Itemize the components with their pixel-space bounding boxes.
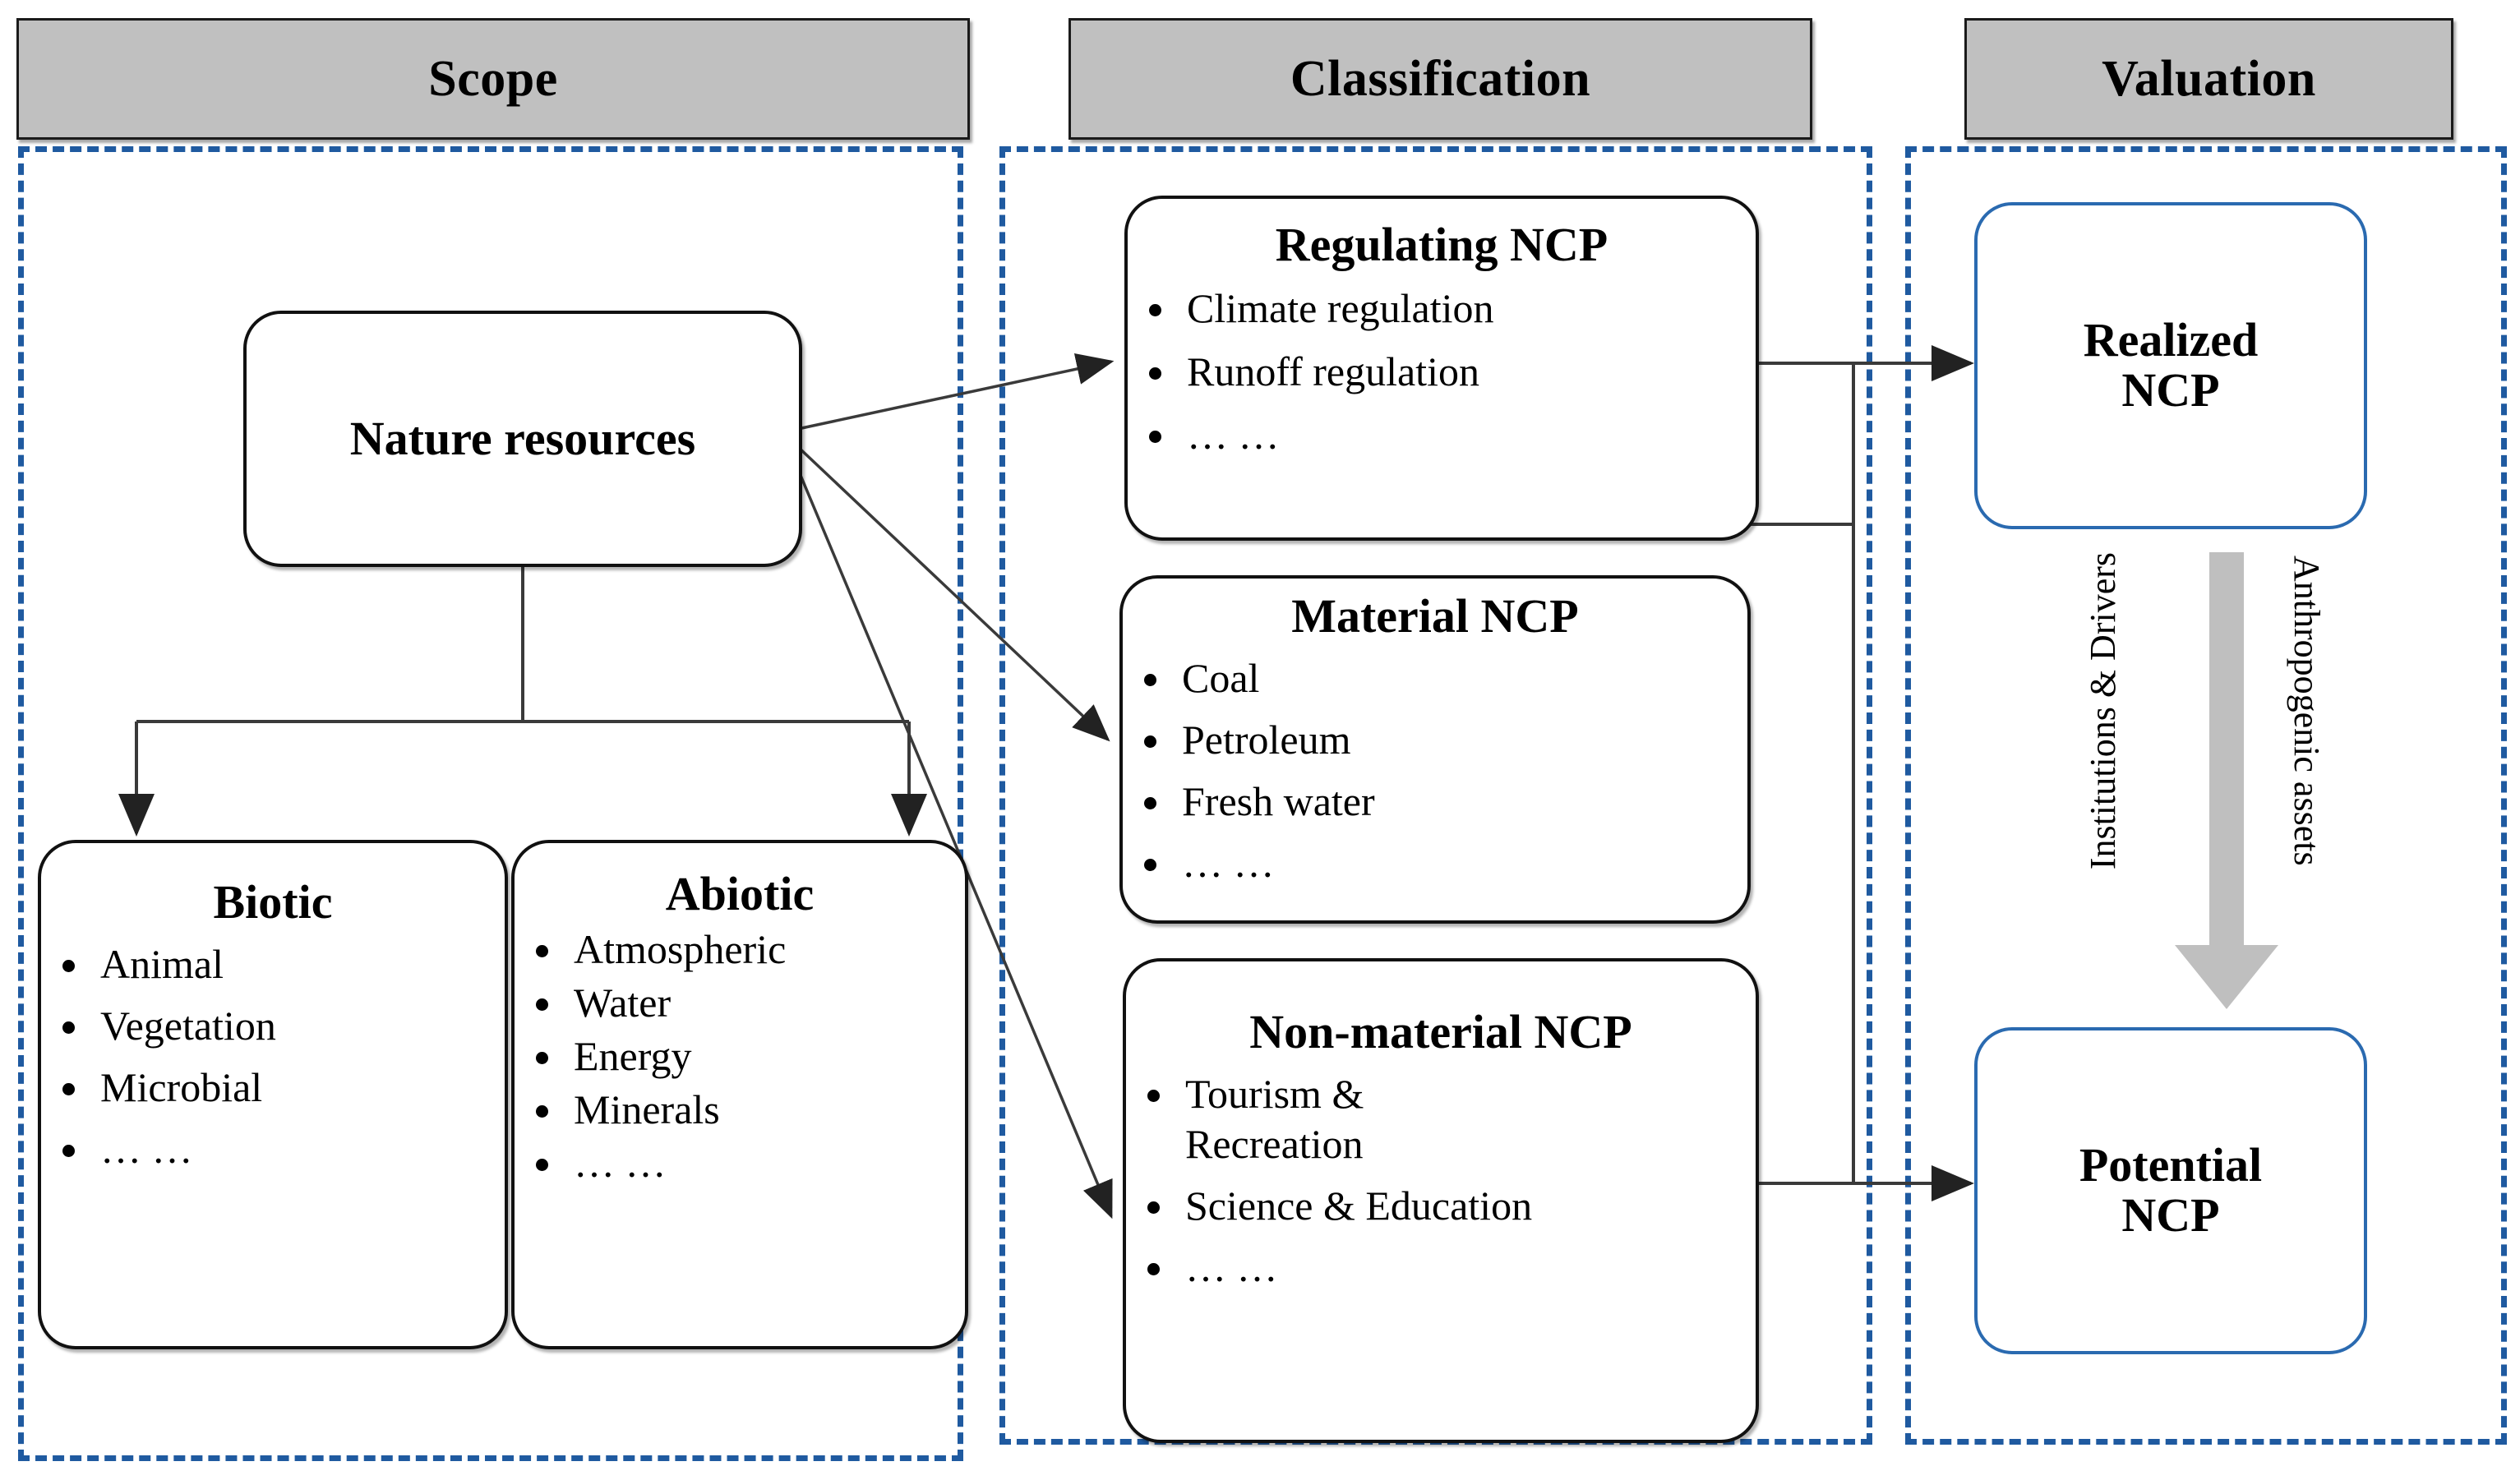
label-institutions-and-drivers: Institutions & Drivers: [2083, 552, 2123, 870]
list-item: Petroleum: [1123, 715, 1747, 765]
node-nature-resources-title: Nature resources: [349, 411, 696, 465]
list-item: Energy: [515, 1031, 965, 1081]
panel-valuation: [1905, 146, 2507, 1445]
list-item: Climate regulation: [1128, 284, 1756, 334]
column-header-valuation-label: Valuation: [2102, 50, 2316, 107]
node-regulating-ncp-list: Climate regulation Runoff regulation … …: [1128, 284, 1756, 460]
node-biotic-list: Animal Vegetation Microbial … …: [41, 939, 505, 1174]
node-regulating-ncp[interactable]: Regulating NCP Climate regulation Runoff…: [1124, 196, 1759, 541]
list-item: Fresh water: [1123, 777, 1747, 827]
list-item: Microbial: [41, 1063, 505, 1113]
node-material-ncp[interactable]: Material NCP Coal Petroleum Fresh water …: [1119, 575, 1751, 924]
node-abiotic-list: Atmospheric Water Energy Minerals … …: [515, 924, 965, 1188]
list-item: Science & Education: [1126, 1181, 1756, 1231]
node-material-ncp-title: Material NCP: [1291, 589, 1579, 643]
list-item: Tourism & Recreation: [1126, 1069, 1539, 1169]
node-material-ncp-list: Coal Petroleum Fresh water … …: [1123, 653, 1747, 888]
list-item: … …: [515, 1138, 965, 1188]
node-abiotic[interactable]: Abiotic Atmospheric Water Energy Mineral…: [511, 840, 968, 1349]
list-item: … …: [1126, 1243, 1756, 1293]
column-header-scope-label: Scope: [428, 50, 558, 107]
label-anthropogenic-assets: Anthropogenic assets: [2287, 556, 2327, 866]
node-biotic[interactable]: Biotic Animal Vegetation Microbial … …: [38, 840, 508, 1349]
node-non-material-ncp-title: Non-material NCP: [1249, 1005, 1632, 1058]
node-nature-resources[interactable]: Nature resources: [243, 311, 802, 567]
column-header-valuation: Valuation: [1964, 18, 2453, 140]
list-item: Water: [515, 978, 965, 1028]
column-header-scope: Scope: [16, 18, 970, 140]
list-item: Vegetation: [41, 1001, 505, 1051]
column-header-classification: Classification: [1068, 18, 1812, 140]
node-biotic-title: Biotic: [213, 875, 333, 929]
list-item: … …: [1123, 838, 1747, 888]
list-item: Minerals: [515, 1085, 965, 1135]
list-item: … …: [41, 1124, 505, 1174]
list-item: Runoff regulation: [1128, 347, 1756, 397]
list-item: Atmospheric: [515, 924, 965, 975]
list-item: Animal: [41, 939, 505, 989]
node-non-material-ncp-list: Tourism & Recreation Science & Education…: [1126, 1069, 1756, 1293]
list-item: … …: [1128, 410, 1756, 460]
node-abiotic-title: Abiotic: [665, 867, 815, 920]
list-item: Coal: [1123, 653, 1747, 703]
column-header-classification-label: Classification: [1290, 50, 1591, 107]
node-regulating-ncp-title: Regulating NCP: [1275, 218, 1608, 271]
node-non-material-ncp[interactable]: Non-material NCP Tourism & Recreation Sc…: [1123, 958, 1759, 1443]
